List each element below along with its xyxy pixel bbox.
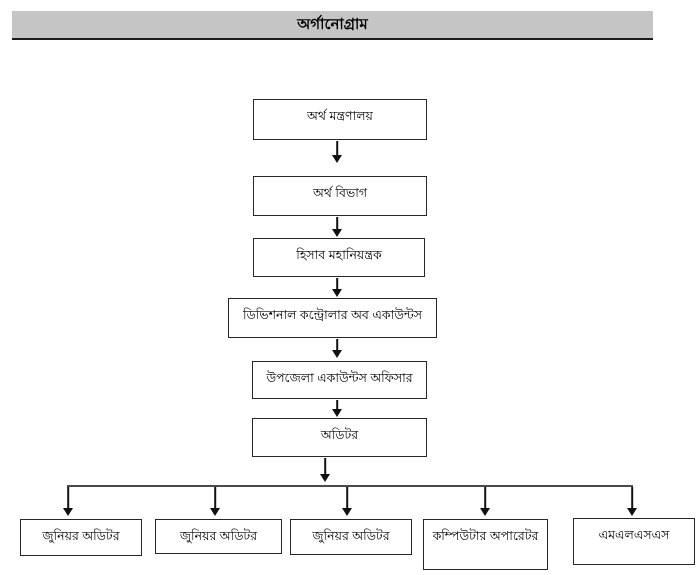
node-label: জুনিয়র অডিটর	[42, 529, 120, 543]
arrow-shaft	[631, 487, 633, 509]
arrow-shaft	[484, 487, 486, 509]
arrow-head	[480, 508, 490, 516]
node-upazila-accounts-officer: উপজেলা একাউন্টস অফিসার	[252, 361, 427, 399]
arrow-shaft	[346, 487, 348, 509]
node-junior-auditor-2: জুনিয়র অডিটর	[155, 519, 282, 554]
node-label: অডিটর	[320, 428, 359, 442]
arrow-shaft	[336, 400, 338, 410]
arrow-down-icon	[626, 487, 638, 516]
node-controller-general-of-accounts: হিসাব মহানিয়ন্ত্রক	[253, 238, 425, 277]
node-mlss: এমএলএসএস	[573, 518, 695, 565]
arrow-down-icon	[479, 487, 491, 516]
node-finance-division: অর্থ বিভাগ	[253, 176, 427, 216]
arrow-head	[332, 229, 342, 237]
arrow-head	[63, 508, 73, 516]
arrow-head	[332, 289, 342, 297]
page-title: অর্গানোগ্রাম	[297, 16, 368, 33]
node-label: কম্পিউটার অপারেটর	[432, 529, 539, 543]
arrow-down-icon	[62, 487, 74, 516]
node-computer-operator: কম্পিউটার অপারেটর	[423, 519, 548, 570]
arrow-head	[332, 350, 342, 358]
arrow-down-icon	[209, 487, 221, 516]
node-junior-auditor-3: জুনিয়র অডিটর	[290, 519, 412, 555]
arrow-head	[342, 508, 352, 516]
node-label: অর্থ বিভাগ	[312, 186, 368, 200]
node-auditor: অডিটর	[252, 418, 427, 457]
arrow-shaft	[336, 339, 338, 351]
node-label: উপজেলা একাউন্টস অফিসার	[266, 371, 413, 385]
arrow-shaft	[324, 458, 326, 475]
arrow-shaft	[336, 217, 338, 230]
arrow-down-icon	[331, 141, 343, 163]
arrow-down-icon	[331, 400, 343, 417]
arrow-shaft	[336, 278, 338, 290]
arrow-down-icon	[341, 487, 353, 516]
arrow-head	[627, 508, 637, 516]
node-label: হিসাব মহানিয়ন্ত্রক	[296, 248, 382, 262]
node-label: জুনিয়র অডিটর	[312, 529, 390, 543]
arrow-head	[332, 409, 342, 417]
horizontal-connector-line	[67, 485, 633, 487]
arrow-down-icon	[319, 458, 331, 482]
node-junior-auditor-1: জুনিয়র অডিটর	[20, 519, 142, 556]
node-label: ডিভিশনাল কন্ট্রোলার অব একাউন্টস	[242, 308, 423, 322]
page-header-bar: অর্গানোগ্রাম	[12, 11, 653, 40]
arrow-shaft	[214, 487, 216, 509]
arrow-down-icon	[331, 339, 343, 358]
node-ministry-of-finance: অর্থ মন্ত্রণালয়	[253, 99, 427, 140]
arrow-head	[210, 508, 220, 516]
node-divisional-controller-of-accounts: ডিভিশনাল কন্ট্রোলার অব একাউন্টস	[228, 298, 437, 338]
arrow-shaft	[336, 141, 338, 156]
arrow-head	[332, 155, 342, 163]
arrow-shaft	[67, 487, 69, 509]
node-label: জুনিয়র অডিটর	[179, 529, 258, 543]
node-label: এমএলএসএস	[598, 528, 670, 542]
node-label: অর্থ মন্ত্রণালয়	[307, 109, 373, 123]
arrow-head	[320, 474, 330, 482]
arrow-down-icon	[331, 217, 343, 237]
arrow-down-icon	[331, 278, 343, 297]
